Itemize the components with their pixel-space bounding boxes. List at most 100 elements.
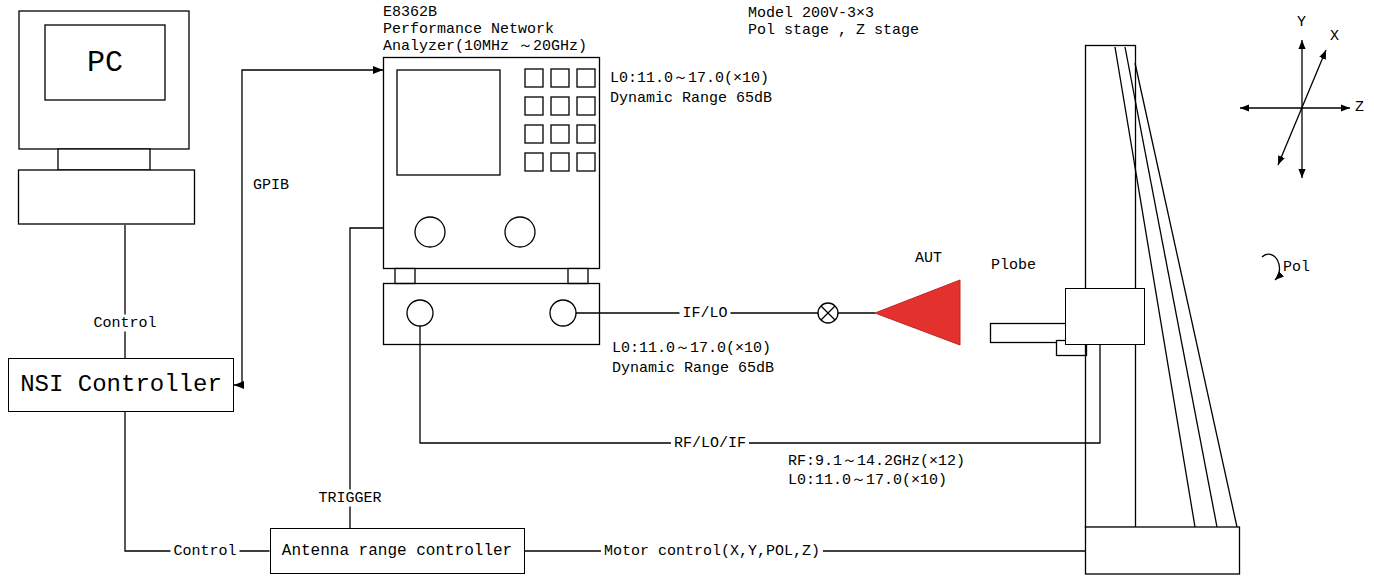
monitor-neck [58,149,150,170]
text-holder: Antenna range controller [282,541,512,561]
signal-name: TRIGGER [318,490,381,507]
analyzer-port [407,300,433,326]
label-holder: Y [1297,14,1306,31]
node-heading: PC [87,46,123,80]
signal-name: Control [93,315,156,332]
mixer-cross [821,306,835,320]
antenna-under-test: AUT [875,280,960,345]
line-label-holder: Motor control(X,Y,POL,Z) [601,543,823,560]
spec-note: Dynamic Range 65dB [612,360,774,377]
analyzer-body [384,58,600,269]
probe-holder: Plobe [1065,288,1145,345]
text-holder: E8362BPerformance Network Analyzer(10MHz… [383,4,623,55]
box-label: Antenna range controller [282,541,512,561]
text-holder: NSI Controller [20,371,222,399]
label-holder: Pol [1283,259,1310,276]
label-holder: L0:11.0～17.0(×10) [610,70,769,87]
analyzer-foot [568,269,588,284]
computer-node: PC [18,10,195,225]
label-holder: L0:11.0～17.0(×10) [788,472,947,489]
analyzer-button [577,69,595,87]
monitor-screen [45,25,165,100]
controller-box: Antenna range controller [270,528,525,574]
rotation-arrow [1262,254,1279,280]
analyzer-button [551,97,569,115]
z-axis-arrow [1240,107,1350,108]
monitor-frame [19,11,189,149]
node-heading: E8362B [383,4,623,21]
node-heading: AUT [915,250,942,267]
line-label-holder: RF/LO/IF [671,435,749,452]
signal-line [124,225,125,358]
axis-label: X [1330,28,1339,45]
text-holder: AUT [915,250,942,267]
spec-note: L0:11.0～17.0(×10) [610,70,769,87]
axis-label: Z [1355,99,1364,116]
signal-name: Control [173,543,236,560]
analyzer-button [525,125,543,143]
analyzer-button [525,97,543,115]
scanner-column [1086,46,1136,528]
signal-line [420,313,1100,443]
text-holder: Plobe [991,257,1036,274]
computer-base [19,170,195,224]
analyzer-foot [395,269,415,284]
box-label: NSI Controller [20,371,222,399]
analyzer-knob [505,217,535,247]
spec-note: RF:9.1～14.2GHz(×12) [788,453,965,470]
label-holder: Dynamic Range 65dB [612,360,774,377]
spec-note: Dynamic Range 65dB [610,90,772,107]
analyzer-knob [415,217,445,247]
signal-name: IF/LO [682,305,727,322]
label-holder: Z [1355,99,1364,116]
scanner-base [1086,527,1240,574]
node-outline [383,57,600,345]
scanner-brace [1115,47,1195,527]
probe-bar [991,324,1067,343]
node-outline [18,10,195,225]
analyzer-button [551,153,569,171]
label-holder: X [1330,28,1339,45]
analyzer-button [577,97,595,115]
analyzer-button [577,153,595,171]
spec-note: L0:11.0～17.0(×10) [612,340,771,357]
horn-antenna [875,280,960,345]
scanner-brace [1125,47,1217,527]
analyzer-button [551,69,569,87]
signal-name: RF/LO/IF [674,435,746,452]
axis-label: Y [1297,14,1306,31]
node-heading: Plobe [991,257,1036,274]
signal-name: GPIB [253,177,289,194]
line-label-holder: GPIB [250,177,292,194]
label-holder: RF:9.1～14.2GHz(×12) [788,453,965,470]
analyzer-button [577,125,595,143]
x-axis-arrow [1278,50,1326,165]
analyzer-screen [397,70,500,175]
node-heading: Performance Network Analyzer(10MHz ～20GH… [383,21,623,55]
signal-line [125,412,270,551]
line-label-holder: Control [170,543,239,560]
label-holder: L0:11.0～17.0(×10) [612,340,771,357]
axis-label: Pol [1283,259,1310,276]
line-label-holder: TRIGGER [315,490,384,507]
node-heading: Model 200V-3×3 [748,5,919,22]
line-label-holder: IF/LO [679,305,730,322]
mixer-cross [821,306,835,320]
text-holder: PC [45,25,165,100]
signal-line [350,228,383,528]
mixer-symbol [818,303,838,323]
analyzer-port-panel [384,284,600,345]
analyzer-button [525,69,543,87]
analyzer-button [551,125,569,143]
label-holder: Dynamic Range 65dB [610,90,772,107]
line-label-holder: Control [90,315,159,332]
spec-note: L0:11.0～17.0(×10) [788,472,947,489]
analyzer-button [525,153,543,171]
signal-name: Motor control(X,Y,POL,Z) [604,543,820,560]
network-analyzer: E8362BPerformance Network Analyzer(10MHz… [383,57,600,345]
text-holder: Model 200V-3×3Pol stage , Z stage [748,5,919,39]
node-outline [875,280,960,345]
analyzer-port [550,300,576,326]
node-heading: Pol stage , Z stage [748,22,919,39]
